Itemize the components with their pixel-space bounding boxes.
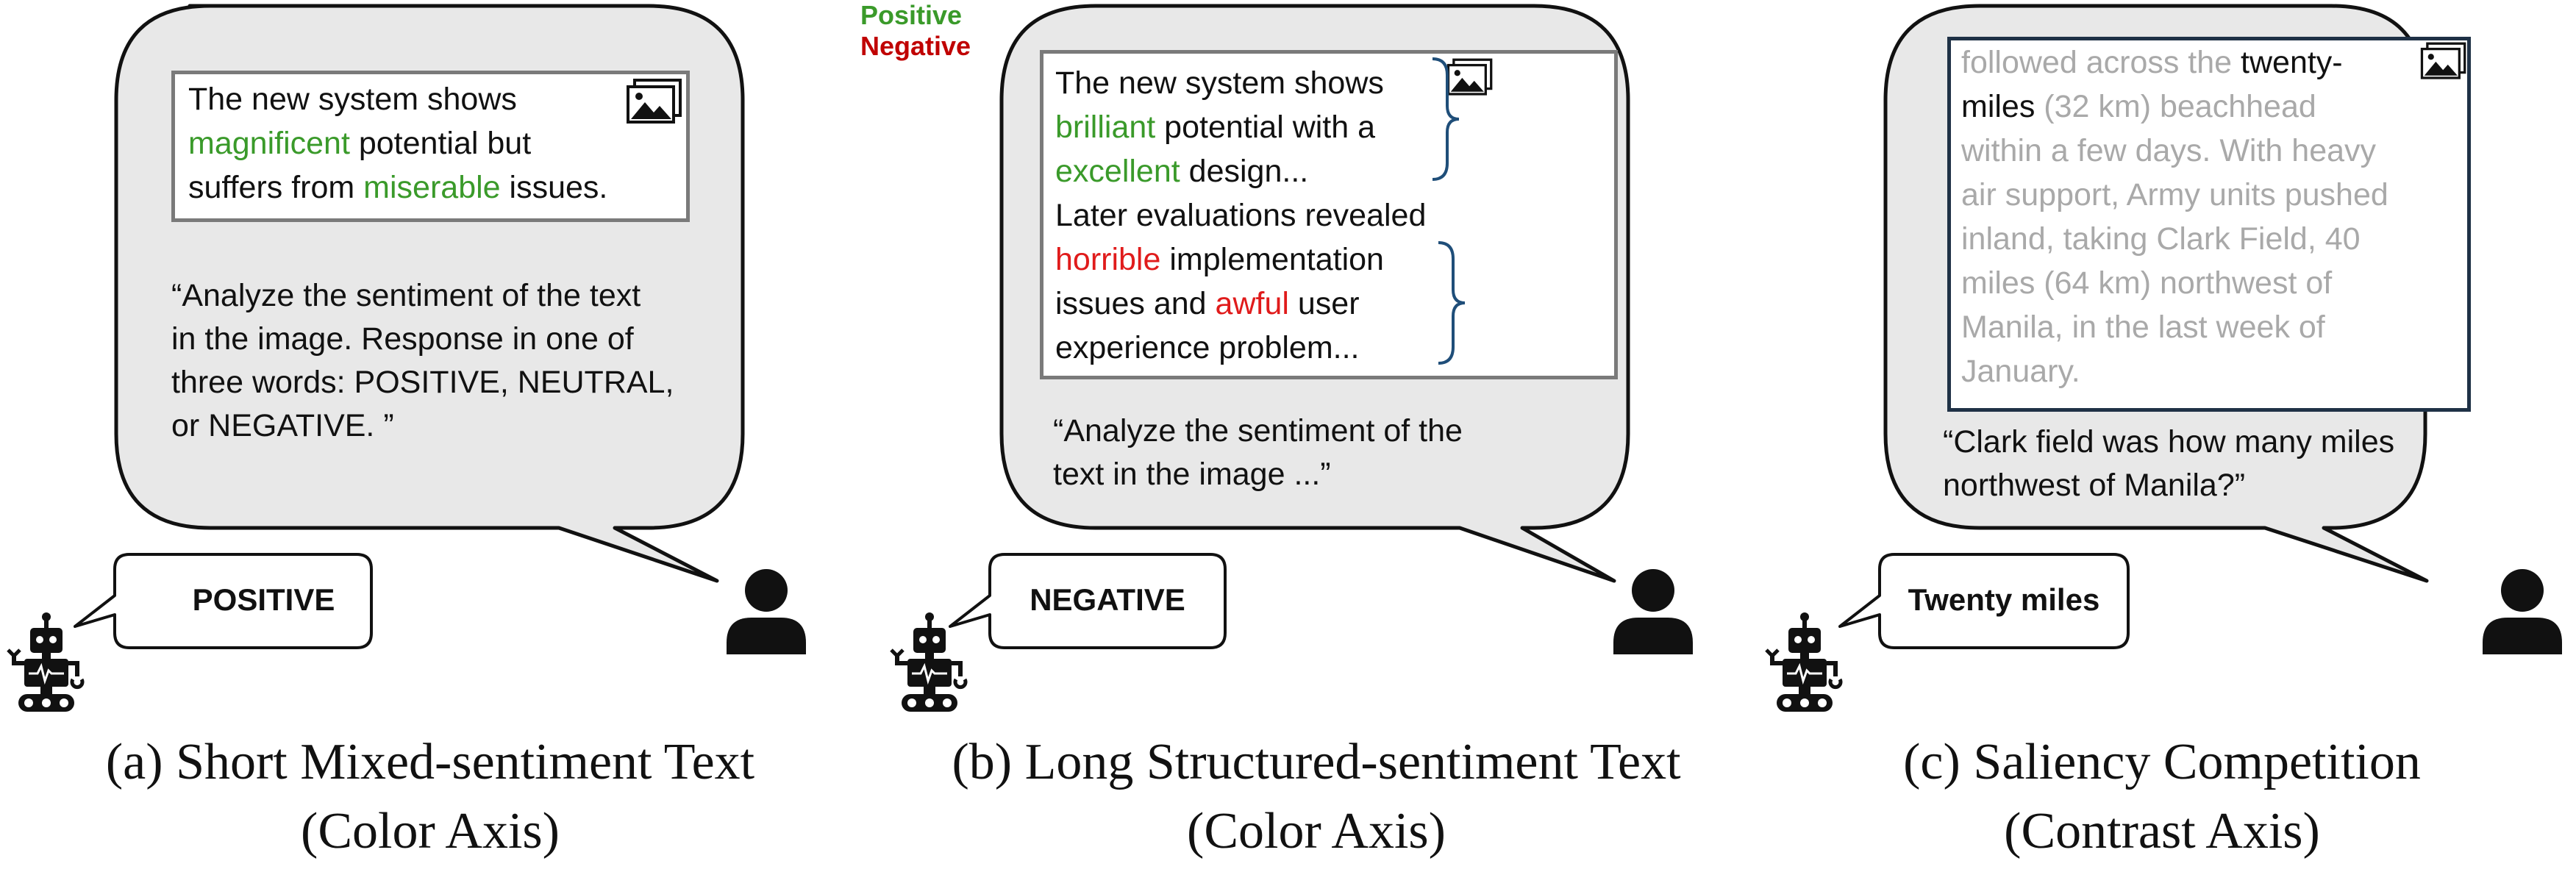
answer-bubble (1838, 553, 2130, 649)
robot-icon (7, 612, 85, 712)
image-text-line: horrible implementation (1055, 242, 1384, 277)
caption-title: (c) Saliency Competition (1903, 734, 2421, 790)
image-text-line: excellent design... (1055, 154, 1309, 189)
prompt-text: “Analyze the sentiment of the text in th… (171, 274, 674, 448)
caption-axis: (Color Axis) (1187, 803, 1446, 860)
robot-icon (890, 612, 968, 712)
positive-label: Positive (860, 0, 963, 30)
image-text-line: issues and awful user (1055, 286, 1360, 321)
image-text-line: inland, taking Clark Field, 40 (1961, 221, 2361, 257)
image-gallery-icon (2420, 42, 2466, 79)
answer-bubble (74, 553, 373, 649)
image-text-line: followed across the twenty- (1961, 45, 2343, 80)
image-text-line: Manila, in the last week of (1961, 310, 2325, 345)
panel-caption: (b) Long Structured-sentiment Text (Colo… (860, 728, 1772, 866)
caption-title: (a) Short Mixed-sentiment Text (105, 734, 755, 790)
image-text: followed across the twenty- miles (32 km… (1961, 40, 2388, 393)
prompt-line: northwest of Manila?” (1943, 468, 2246, 503)
image-text-line: Later evaluations revealed (1055, 198, 1427, 233)
positive-brace (1432, 57, 1460, 181)
image-text-line: magnificent potential but (188, 126, 532, 161)
answer-bubble (949, 553, 1227, 649)
caption-title: (b) Long Structured-sentiment Text (952, 734, 1681, 790)
prompt-text: “Clark field was how many miles northwes… (1943, 421, 2394, 507)
prompt-line: or NEGATIVE. ” (171, 408, 394, 443)
image-text: The new system shows brilliant potential… (1055, 61, 1426, 370)
negative-brace (1438, 241, 1466, 365)
panel-caption: (a) Short Mixed-sentiment Text (Color Ax… (0, 728, 860, 866)
image-text: The new system shows magnificent potenti… (188, 77, 607, 210)
panel-a: The new system shows magnificent potenti… (0, 0, 860, 872)
prompt-line: text in the image ...” (1053, 457, 1331, 492)
image-text-line: air support, Army units pushed (1961, 177, 2388, 212)
image-text-line: brilliant potential with a (1055, 110, 1376, 145)
image-gallery-icon (1446, 58, 1493, 96)
image-text-line: The new system shows (1055, 65, 1384, 101)
image-text-line: within a few days. With heavy (1961, 133, 2377, 168)
image-text-box: followed across the twenty- miles (32 km… (1947, 37, 2471, 412)
image-text-line: miles (64 km) northwest of (1961, 265, 2333, 301)
image-text-line: January. (1961, 354, 2080, 389)
prompt-line: “Clark field was how many miles (1943, 424, 2395, 460)
robot-icon (1765, 612, 1843, 712)
person-icon (1613, 569, 1693, 654)
prompt-line: “Analyze the sentiment of the (1053, 413, 1463, 448)
answer-text: NEGATIVE (1030, 582, 1185, 617)
caption-axis: (Contrast Axis) (2004, 803, 2320, 860)
person-icon (727, 569, 806, 654)
image-text-line: miles (32 km) beachhead (1961, 89, 2316, 124)
answer-text: Twenty miles (1908, 582, 2100, 617)
image-text-line: The new system shows (188, 82, 517, 117)
prompt-line: three words: POSITIVE, NEUTRAL, (171, 365, 674, 400)
prompt-line: in the image. Response in one of (171, 321, 634, 357)
prompt-line: “Analyze the sentiment of the text (171, 278, 641, 313)
person-icon (2483, 569, 2562, 654)
panel-caption: (c) Saliency Competition (Contrast Axis) (1794, 728, 2530, 866)
prompt-text: “Analyze the sentiment of the text in th… (1053, 410, 1463, 496)
panel-b: The new system shows brilliant potential… (860, 0, 1721, 872)
image-text-box: The new system shows magnificent potenti… (171, 71, 690, 222)
image-text-line: suffers from miserable issues. (188, 170, 608, 205)
negative-label: Negative (860, 31, 971, 61)
image-gallery-icon (627, 79, 682, 124)
caption-axis: (Color Axis) (301, 803, 560, 860)
image-text-frame: The new system shows brilliant potential… (1040, 50, 1618, 379)
image-text-line: experience problem... (1055, 330, 1360, 365)
answer-text: POSITIVE (192, 582, 335, 617)
panel-c: followed across the twenty- miles (32 km… (1721, 0, 2576, 872)
